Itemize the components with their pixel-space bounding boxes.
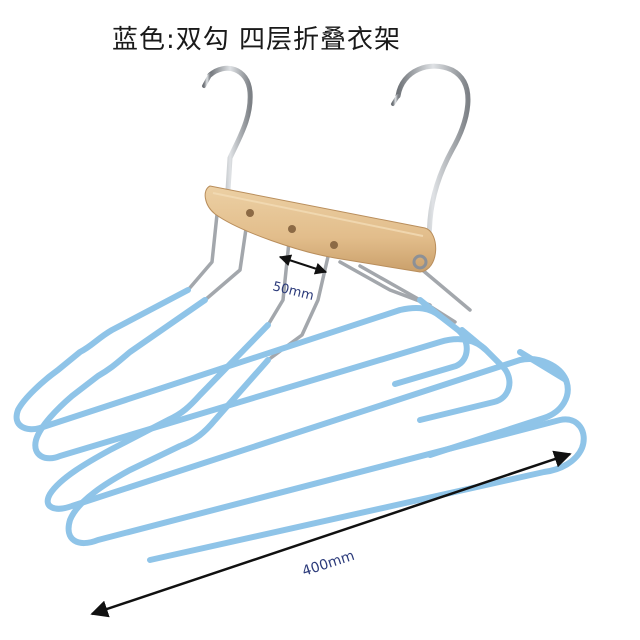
blue-hangers — [13, 287, 587, 563]
width-arrow — [90, 450, 572, 618]
hanger-1 — [13, 287, 470, 433]
left-hook — [202, 65, 253, 193]
hanger-2 — [32, 297, 513, 462]
wood-hole — [246, 209, 254, 217]
wood-hole — [288, 225, 296, 233]
wood-hole — [330, 241, 338, 249]
hanger-3 — [44, 322, 571, 512]
hook-ring — [412, 254, 428, 270]
right-hook — [391, 63, 471, 255]
product-caption: 蓝色:双勾 四层折叠衣架 — [112, 25, 402, 55]
wooden-bar — [204, 185, 437, 273]
hanger-4 — [65, 357, 587, 563]
width-label: 400mm — [300, 548, 356, 580]
spacing-arrow — [278, 254, 328, 275]
spacing-label: 50mm — [271, 279, 315, 304]
